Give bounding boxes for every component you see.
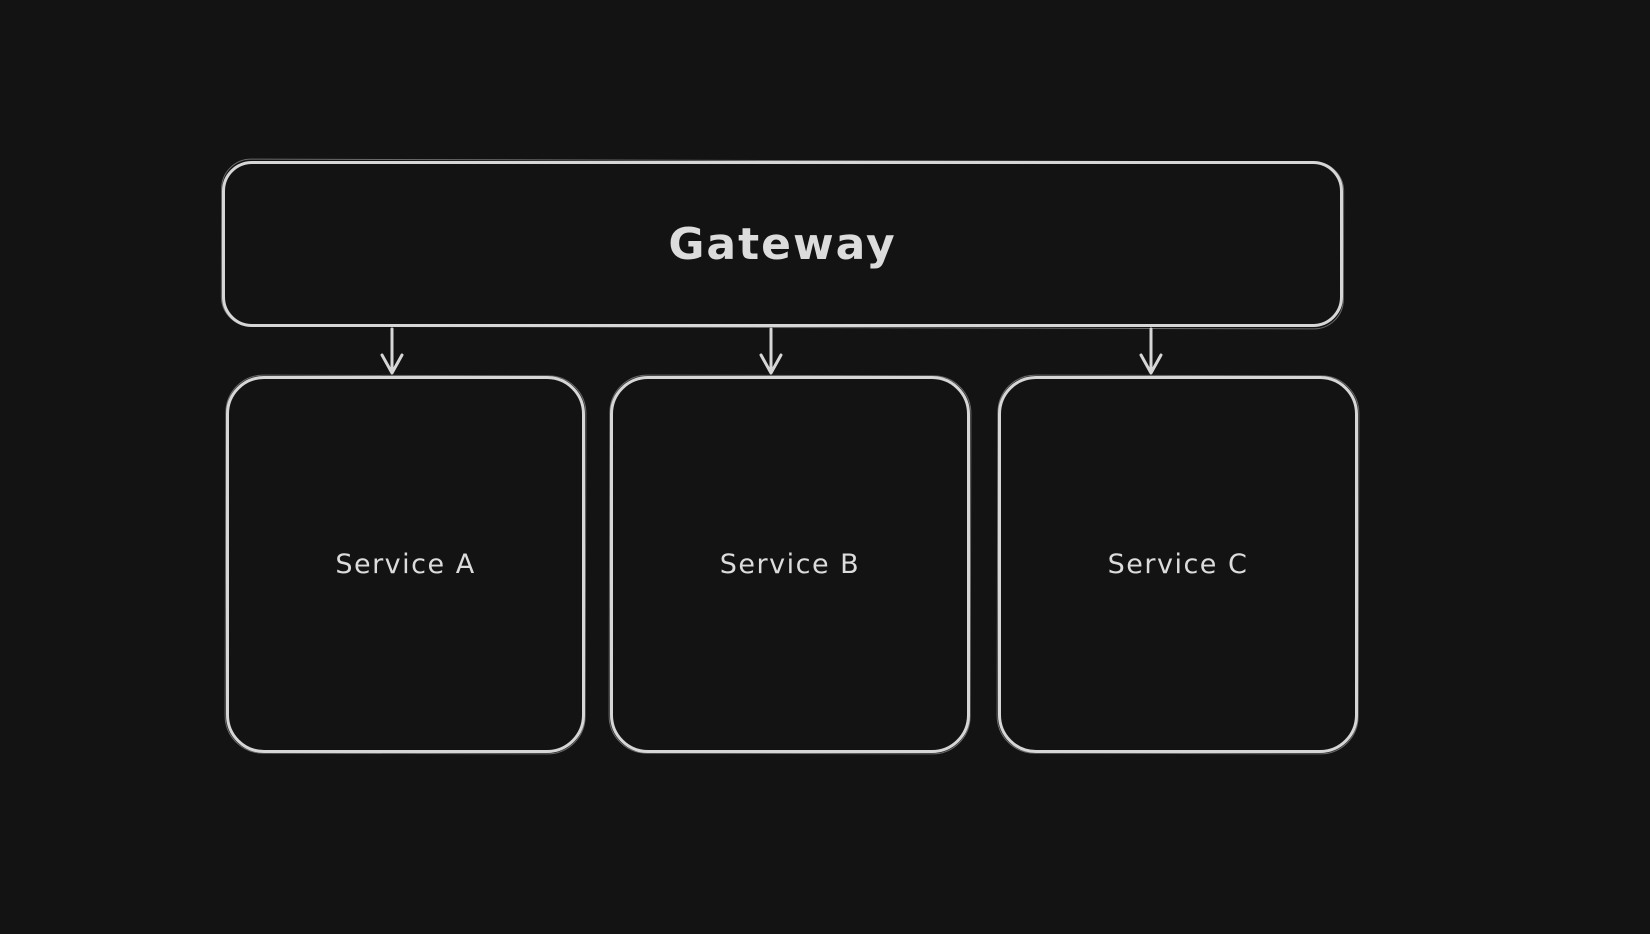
gateway-node: Gateway <box>222 161 1343 327</box>
service-a-label: Service A <box>335 549 476 580</box>
arrow-gateway-to-service-a <box>380 327 404 375</box>
service-b-node: Service B <box>610 376 970 753</box>
arrow-gateway-to-service-c <box>1139 327 1163 375</box>
service-a-node: Service A <box>226 376 585 753</box>
service-b-label: Service B <box>719 549 861 580</box>
service-c-label: Service C <box>1107 549 1249 580</box>
gateway-label: Gateway <box>668 218 897 270</box>
arrow-gateway-to-service-b <box>759 327 783 375</box>
service-c-node: Service C <box>998 376 1358 753</box>
